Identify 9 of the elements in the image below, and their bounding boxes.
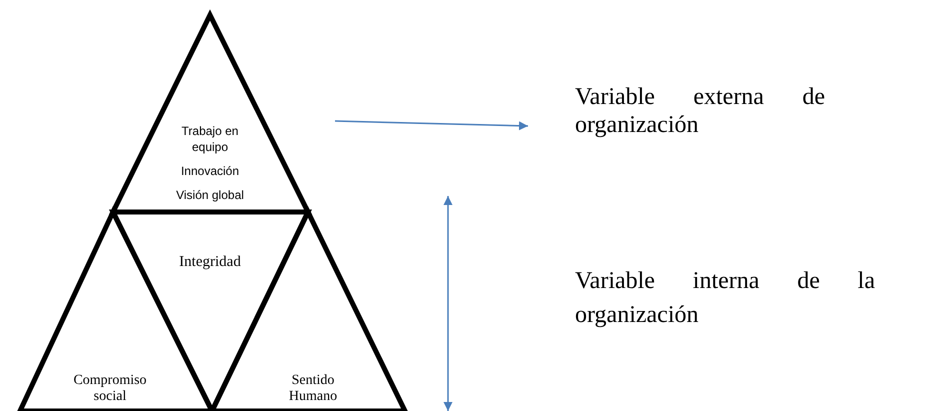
value-text: Trabajo en equipo (180, 123, 240, 155)
value-text: Innovación (180, 163, 240, 179)
variable-text: Variable externa de organización (575, 84, 825, 140)
value-text: Compromiso social (72, 373, 148, 406)
value-text: Visión global (175, 187, 245, 203)
variable-text: Variable interna de la organización (575, 267, 875, 330)
value-text: Integridad (178, 254, 242, 272)
value-text: Sentido Humano (288, 373, 338, 406)
arrow (334, 120, 528, 130)
